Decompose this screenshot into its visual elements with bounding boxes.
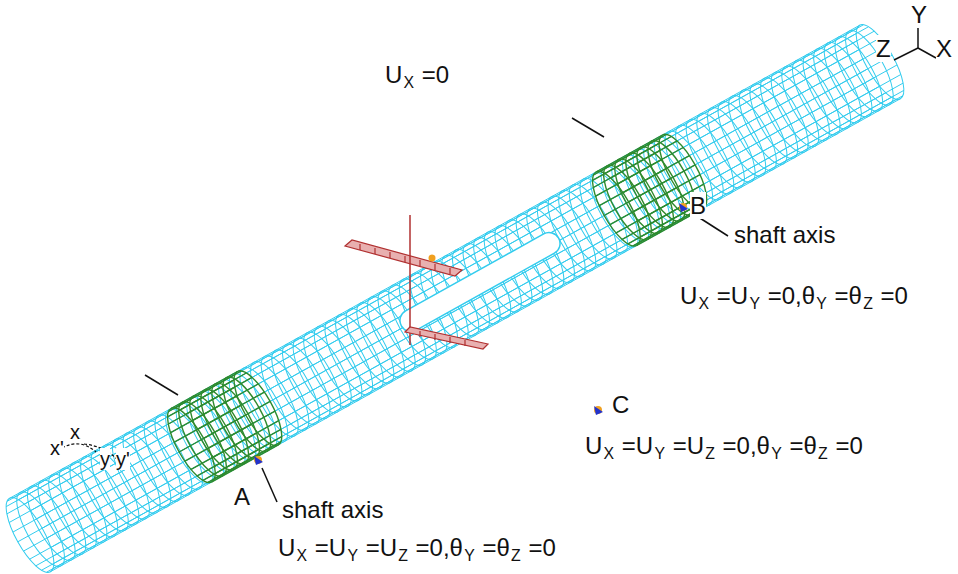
label-group: C xyxy=(612,392,629,418)
bearing-band xyxy=(159,128,716,489)
subscript: X xyxy=(699,295,710,312)
subscript: Z xyxy=(705,445,715,462)
label-text: y' xyxy=(116,448,130,470)
label-text: Z xyxy=(876,35,891,62)
label-text: shaft axis xyxy=(282,496,383,523)
subscript: X xyxy=(297,547,308,564)
subscript: Z xyxy=(398,547,408,564)
label-text: Y xyxy=(911,1,927,28)
label-text: =θ xyxy=(835,282,862,309)
label-group: shaft axis xyxy=(282,497,383,523)
slot xyxy=(396,229,564,336)
label-text: y xyxy=(100,448,110,470)
label-text: =U xyxy=(315,534,346,561)
label-group: UX=UY=UZ=0,θY=θZ=0 xyxy=(278,535,556,564)
label-group: y' xyxy=(116,448,130,470)
subscript: X xyxy=(604,445,615,462)
label-group: B xyxy=(690,193,706,219)
label-text: =0, xyxy=(768,282,802,309)
label-text: X xyxy=(936,35,952,62)
label-text: =U xyxy=(673,432,704,459)
label-text: =0 xyxy=(528,534,555,561)
label-text: =0 xyxy=(835,432,862,459)
label-text: x xyxy=(70,421,80,443)
subscript: Y xyxy=(749,295,760,312)
label-text: C xyxy=(612,391,629,418)
label-group: x xyxy=(70,421,80,443)
subscript: Y xyxy=(816,295,827,312)
global-axes xyxy=(894,28,936,60)
label-text: θ xyxy=(757,432,770,459)
label-group: A xyxy=(234,484,250,510)
label-group: y xyxy=(100,448,110,470)
leader-line xyxy=(145,118,728,502)
label-text: =U xyxy=(366,534,397,561)
label-text: B xyxy=(690,192,706,219)
label-text: A xyxy=(234,483,250,510)
label-group: Y xyxy=(911,2,927,28)
subscript: Z xyxy=(818,445,828,462)
label-text: =0, xyxy=(416,534,450,561)
label-group: Z xyxy=(876,36,891,62)
label-text: =U xyxy=(622,432,653,459)
cylinder-mesh xyxy=(0,18,913,574)
label-group: X xyxy=(936,36,952,62)
label-text: =0, xyxy=(723,432,757,459)
label-text: =0 xyxy=(880,282,907,309)
label-text: =U xyxy=(717,282,748,309)
subscript: Y xyxy=(771,445,782,462)
label-group: UX=UY=0,θY=θZ=0 xyxy=(680,283,908,312)
label-text: =θ xyxy=(482,534,509,561)
subscript: Z xyxy=(863,295,873,312)
label-text: shaft axis xyxy=(734,221,835,248)
label-text: θ xyxy=(450,534,463,561)
label-text: =θ xyxy=(789,432,816,459)
node-marker xyxy=(254,203,688,465)
label-group: x' xyxy=(50,437,64,459)
label-group: shaft axis xyxy=(734,222,835,248)
label-text: U xyxy=(585,432,602,459)
label-text: =0 xyxy=(422,61,449,88)
label-group: UX=UY=UZ=0,θY=θZ=0 xyxy=(585,433,863,462)
label-text: U xyxy=(385,61,402,88)
subscript: Y xyxy=(464,547,475,564)
key-plate xyxy=(345,215,488,349)
label-text: x' xyxy=(50,437,64,459)
label-text: U xyxy=(278,534,295,561)
label-text: U xyxy=(680,282,697,309)
subscript: Y xyxy=(654,445,665,462)
label-group: UX =0 xyxy=(385,62,449,91)
subscript: X xyxy=(404,74,415,91)
subscript: Y xyxy=(347,547,358,564)
label-text: θ xyxy=(802,282,815,309)
subscript: Z xyxy=(511,547,521,564)
